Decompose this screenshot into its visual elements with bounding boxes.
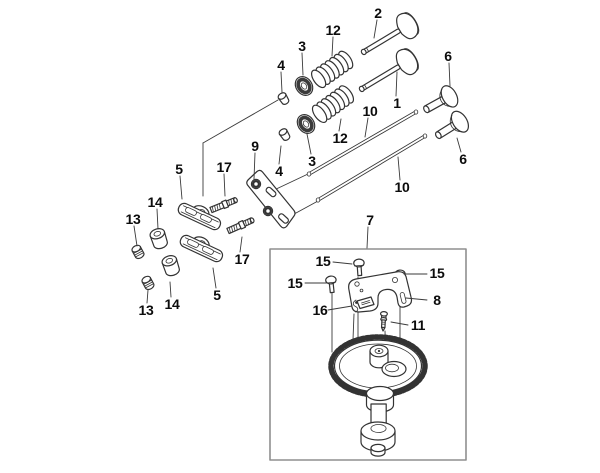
- jam-nut-drawing: [131, 244, 145, 260]
- pin-drawing: [379, 310, 388, 332]
- valve-spring-drawing: [311, 85, 355, 124]
- push-rod-drawing: [315, 133, 428, 203]
- spring-retainer-cap-drawing: [278, 128, 291, 141]
- valve-spring-drawing: [310, 50, 354, 89]
- valve-stem-seal-drawing: [294, 76, 314, 96]
- screw-drawing: [325, 275, 337, 294]
- compression-release-bracket-drawing: [348, 271, 413, 313]
- spring-clip-drawing: [352, 299, 359, 313]
- assembly-lines: [202, 99, 403, 370]
- screw-drawing: [353, 258, 365, 277]
- exhaust-valve-drawing: [360, 12, 420, 56]
- push-rod-drawing: [306, 109, 419, 177]
- valve-tappet-drawing: [434, 110, 470, 140]
- rocker-stud-drawing: [209, 197, 238, 214]
- camshaft-inset-box: [269, 248, 467, 461]
- rocker-arm-drawing: [177, 202, 222, 231]
- rocker-stud-drawing: [226, 217, 255, 235]
- leader-lines: [133, 19, 462, 326]
- rocker-pivot-drawing: [161, 255, 180, 277]
- camshaft-gear-drawing: [328, 334, 428, 457]
- valve-stem-seal-drawing: [296, 114, 316, 134]
- intake-valve-drawing: [358, 48, 419, 93]
- guide-plate-drawing: [246, 169, 296, 229]
- jam-nut-drawing: [141, 275, 155, 291]
- rocker-arm-drawing: [179, 234, 224, 263]
- spring-retainer-cap-drawing: [277, 92, 290, 105]
- rocker-pivot-drawing: [149, 228, 168, 250]
- valve-tappet-drawing: [423, 85, 459, 114]
